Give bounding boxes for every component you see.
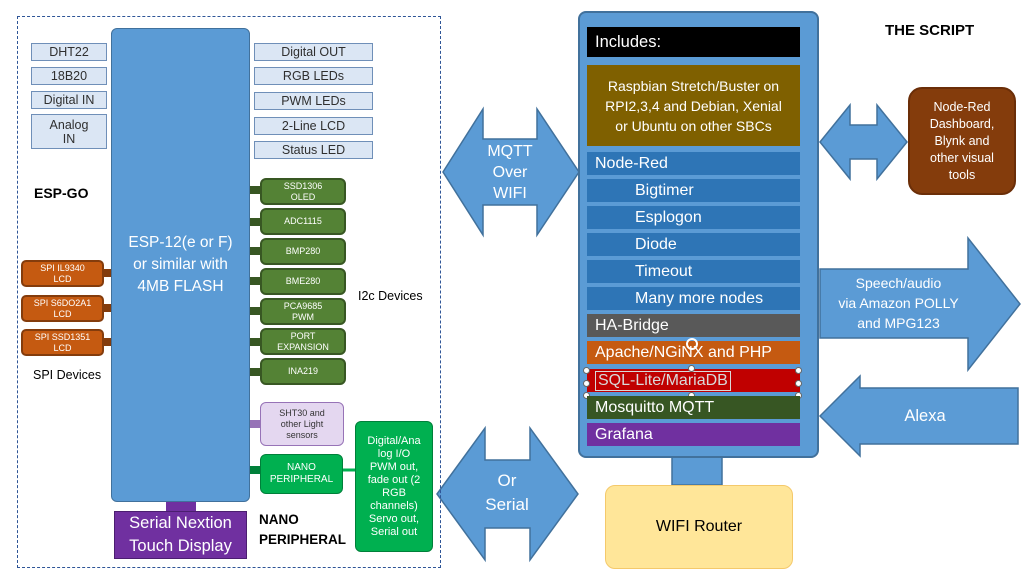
i2c-tab <box>250 307 260 315</box>
esp-go-label: ESP-GO <box>34 185 89 201</box>
i2c-tab <box>250 338 260 346</box>
output-status-led: Status LED <box>254 141 373 159</box>
i2c-tab <box>250 277 260 285</box>
output-2line-lcd: 2-Line LCD <box>254 117 373 135</box>
i2c-ssd1306: SSD1306 OLED <box>260 178 346 205</box>
bar-bigtimer: Bigtimer <box>587 179 800 202</box>
spi-s6do2a1: SPI S6DO2A1 LCD <box>21 295 104 322</box>
i2c-tab <box>250 218 260 226</box>
i2c-bme280: BME280 <box>260 268 346 295</box>
sht30-sensor: SHT30 and other Light sensors <box>260 402 344 446</box>
bar-ha-bridge: HA-Bridge <box>587 314 800 337</box>
i2c-tab <box>250 186 260 194</box>
esp-nextion-connector <box>166 502 196 512</box>
spi-tab <box>104 304 111 312</box>
input-digital-in: Digital IN <box>31 91 107 109</box>
output-digital-out: Digital OUT <box>254 43 373 61</box>
spi-il9340: SPI IL9340 LCD <box>21 260 104 287</box>
rotate-handle-icon[interactable] <box>686 338 698 350</box>
serial-double-arrow <box>436 425 579 563</box>
mqtt-label: MQTT Over WIFI <box>487 142 533 202</box>
speech-label: Speech/audio via Amazon POLLY and MPG123 <box>838 275 959 331</box>
os-support-box: Raspbian Stretch/Buster on RPI2,3,4 and … <box>587 65 800 146</box>
bar-esplogon: Esplogon <box>587 206 800 229</box>
i2c-tab <box>250 368 260 376</box>
i2c-devices-label: I2c Devices <box>358 289 423 303</box>
spi-ssd1351: SPI SSD1351 LCD <box>21 329 104 356</box>
bar-node-red: Node-Red <box>587 152 800 175</box>
spi-devices-label: SPI Devices <box>33 368 102 382</box>
includes-bar: Includes: <box>587 27 800 57</box>
bar-mosquitto: Mosquitto MQTT <box>587 396 800 419</box>
esp12-module: ESP-12(e or F) or similar with 4MB FLASH <box>111 28 250 502</box>
bar-apache: Apache/NGiNX and PHP <box>587 341 800 364</box>
nano-peripheral-label: NANO PERIPHERAL <box>259 512 347 547</box>
wifi-router: WIFI Router <box>605 485 793 569</box>
selection-handle[interactable] <box>688 365 695 372</box>
bar-many-more-nodes: Many more nodes <box>587 287 800 310</box>
selection-handle[interactable] <box>583 367 590 374</box>
bar-timeout: Timeout <box>587 260 800 283</box>
sql-text-selection[interactable]: SQL-Lite/MariaDB <box>595 370 731 391</box>
nano-peripheral-box: NANO PERIPHERAL <box>260 454 343 494</box>
input-dht22: DHT22 <box>31 43 107 61</box>
esp-go-frame <box>17 16 441 568</box>
selection-handle[interactable] <box>795 367 802 374</box>
spi-tab <box>104 269 111 277</box>
bar-diode: Diode <box>587 233 800 256</box>
i2c-ina219: INA219 <box>260 358 346 385</box>
sht-tab <box>250 420 260 428</box>
speech-arrow <box>819 235 1021 373</box>
serial-label: Or Serial <box>485 471 529 514</box>
selection-handle[interactable] <box>583 392 590 399</box>
input-18b20: 18B20 <box>31 67 107 85</box>
output-pwm-leds: PWM LEDs <box>254 92 373 110</box>
script-router-connector <box>671 456 723 486</box>
i2c-port-expansion: PORT EXPANSION <box>260 328 346 355</box>
bar-sql[interactable]: SQL-Lite/MariaDB <box>587 369 800 392</box>
tools-double-arrow <box>819 102 908 182</box>
spi-tab <box>104 338 111 346</box>
nextion-display: Serial Nextion Touch Display <box>114 511 247 559</box>
i2c-pca9685: PCA9685 PWM <box>260 298 346 325</box>
nano-features-box: Digital/Ana log I/O PWM out, fade out (2… <box>355 421 433 552</box>
output-rgb-leds: RGB LEDs <box>254 67 373 85</box>
i2c-tab <box>250 247 260 255</box>
visual-tools-box: Node-Red Dashboard, Blynk and other visu… <box>908 87 1016 195</box>
input-analog-in: Analog IN <box>31 114 107 149</box>
script-title: THE SCRIPT <box>885 22 975 39</box>
selection-handle[interactable] <box>795 380 802 387</box>
i2c-bmp280: BMP280 <box>260 238 346 265</box>
bar-grafana: Grafana <box>587 423 800 446</box>
alexa-arrow <box>818 374 1019 458</box>
i2c-adc1115: ADC1115 <box>260 208 346 235</box>
alexa-label: Alexa <box>904 406 946 425</box>
selection-handle[interactable] <box>583 380 590 387</box>
nano-tab <box>250 466 260 474</box>
